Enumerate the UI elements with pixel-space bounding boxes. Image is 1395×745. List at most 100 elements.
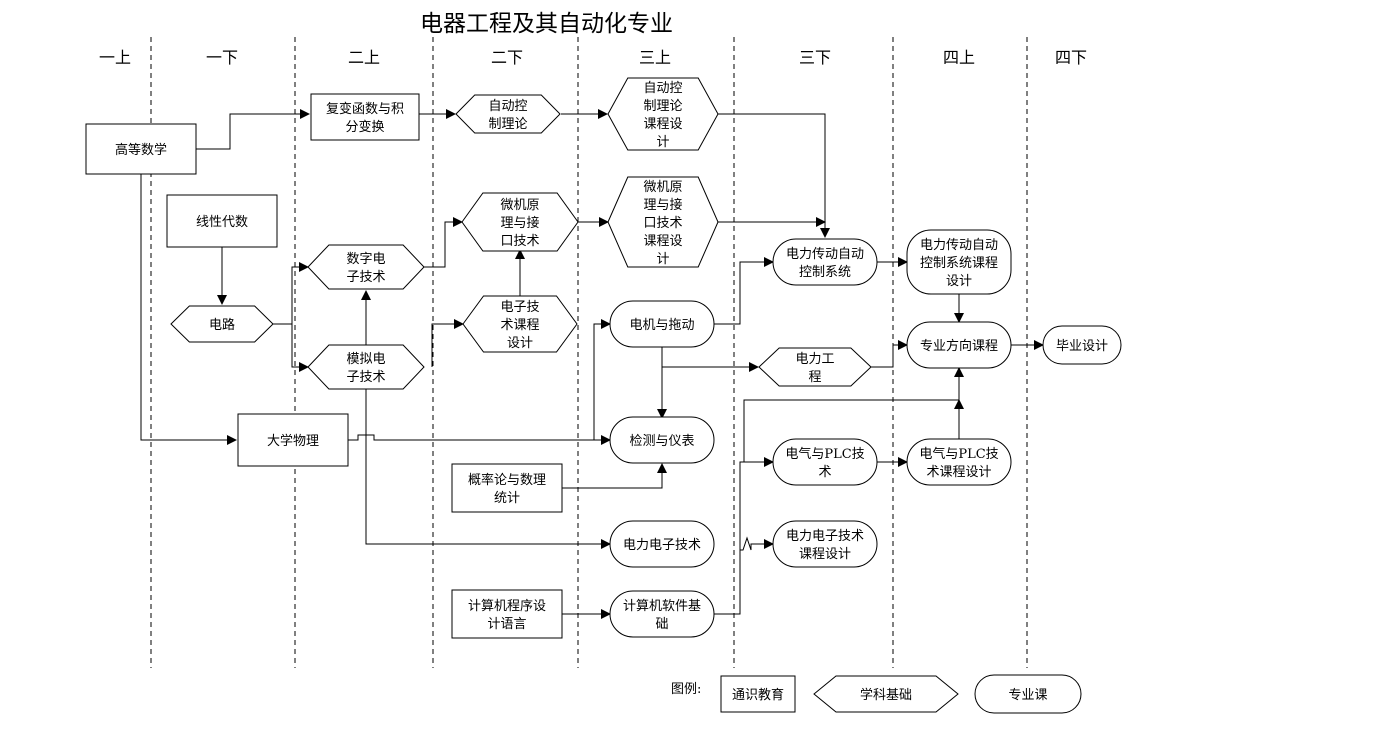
- course-label: 自动控: [488, 99, 527, 114]
- course-node-motor: 电机与拖动: [609, 300, 715, 348]
- course-label: 电力传动自动: [920, 238, 998, 253]
- prerequisite-arrow: [196, 109, 310, 150]
- course-label: 电子技: [500, 300, 539, 315]
- course-shape: [85, 123, 197, 175]
- course-shape: [609, 590, 715, 638]
- legend-foundation: 学科基础: [813, 675, 959, 713]
- course-label: 电力传动自动: [786, 247, 864, 262]
- course-node-thesis: 毕业设计: [1042, 325, 1122, 365]
- course-label: 模拟电: [346, 352, 385, 367]
- course-shape: [772, 438, 878, 486]
- legend-foundation-text: 学科基础: [860, 687, 912, 703]
- course-shape: [772, 238, 878, 286]
- course-label: 微机原: [643, 180, 682, 195]
- course-node-measure: 检测与仪表: [609, 416, 715, 464]
- course-shape: [237, 413, 349, 467]
- course-label: 制理论: [488, 117, 527, 132]
- course-label: 子技术: [346, 270, 385, 285]
- prerequisite-arrow: [871, 340, 908, 368]
- course-label: 控制系统: [799, 265, 851, 280]
- legend-foundation-shape: [813, 675, 959, 713]
- course-node-math: 高等数学: [85, 123, 197, 175]
- prerequisite-arrow: [291, 324, 309, 372]
- course-label: 口技术: [643, 216, 682, 231]
- course-label: 控制系统课程: [920, 256, 998, 271]
- course-label: 计: [656, 252, 669, 267]
- course-node-power-elec: 电力电子技术: [609, 520, 715, 568]
- semester-label: 二下: [491, 48, 523, 67]
- course-shape: [1042, 325, 1122, 365]
- course-shape: [758, 347, 872, 387]
- prerequisite-arrow: [140, 174, 237, 445]
- course-label: 大学物理: [267, 433, 319, 449]
- course-label: 微机原: [500, 198, 539, 213]
- course-label: 础: [655, 617, 668, 632]
- course-shape: [307, 344, 425, 390]
- course-label: 毕业设计: [1056, 339, 1108, 354]
- course-label: 课程设: [643, 234, 682, 249]
- course-shape: [462, 295, 578, 353]
- course-shape: [609, 300, 715, 348]
- course-node-circuit: 电路: [170, 305, 274, 343]
- course-label: 计: [656, 135, 669, 150]
- course-label: 数字电: [346, 252, 385, 267]
- course-label: 计算机程序设: [468, 599, 546, 614]
- legend-label: 图例:: [671, 682, 701, 697]
- course-label: 专业方向课程: [920, 338, 998, 354]
- course-label: 复变函数与积: [326, 101, 404, 117]
- course-label: 电路: [209, 317, 235, 333]
- legend-major: 专业课: [974, 674, 1082, 714]
- prerequisite-arrow: [431, 319, 464, 367]
- semester-label: 三下: [799, 48, 831, 67]
- course-label: 术: [818, 465, 831, 480]
- page-title: 电器工程及其自动化专业: [420, 11, 673, 37]
- course-label: 统计: [494, 491, 520, 506]
- course-label: 高等数学: [115, 142, 167, 158]
- course-node-physics: 大学物理: [237, 413, 349, 467]
- legend-major-text: 专业课: [1008, 688, 1047, 703]
- course-shape: [607, 77, 719, 151]
- course-node-linear: 线性代数: [166, 194, 278, 248]
- course-label: 术课程设计: [926, 465, 991, 480]
- semester-label: 二上: [348, 48, 380, 67]
- course-shape: [170, 305, 274, 343]
- course-label: 术课程: [500, 318, 539, 333]
- course-node-direction: 专业方向课程: [906, 321, 1012, 369]
- course-shape: [906, 229, 1012, 295]
- prerequisite-arrow: [562, 463, 667, 489]
- course-label: 课程设: [643, 117, 682, 132]
- course-label: 理与接: [643, 197, 682, 213]
- prerequisite-arrow: [740, 367, 964, 463]
- course-label: 计算机软件基: [623, 599, 701, 614]
- course-label: 制理论: [643, 99, 682, 114]
- course-shape: [307, 244, 425, 290]
- semester-label: 一下: [206, 48, 238, 67]
- course-label: 自动控: [643, 81, 682, 96]
- semester-label: 四上: [943, 48, 975, 67]
- prerequisite-arrow: [424, 217, 463, 268]
- course-label: 检测与仪表: [629, 434, 694, 449]
- course-label: 电气与PLC技: [785, 446, 864, 462]
- semester-label: 三上: [639, 48, 671, 67]
- course-shape: [607, 176, 719, 268]
- semester-label: 四下: [1055, 48, 1087, 67]
- prerequisite-arrow: [714, 536, 774, 615]
- legend-major-shape: [974, 674, 1082, 714]
- course-shape: [451, 589, 563, 639]
- legend-general-text: 通识教育: [732, 687, 784, 703]
